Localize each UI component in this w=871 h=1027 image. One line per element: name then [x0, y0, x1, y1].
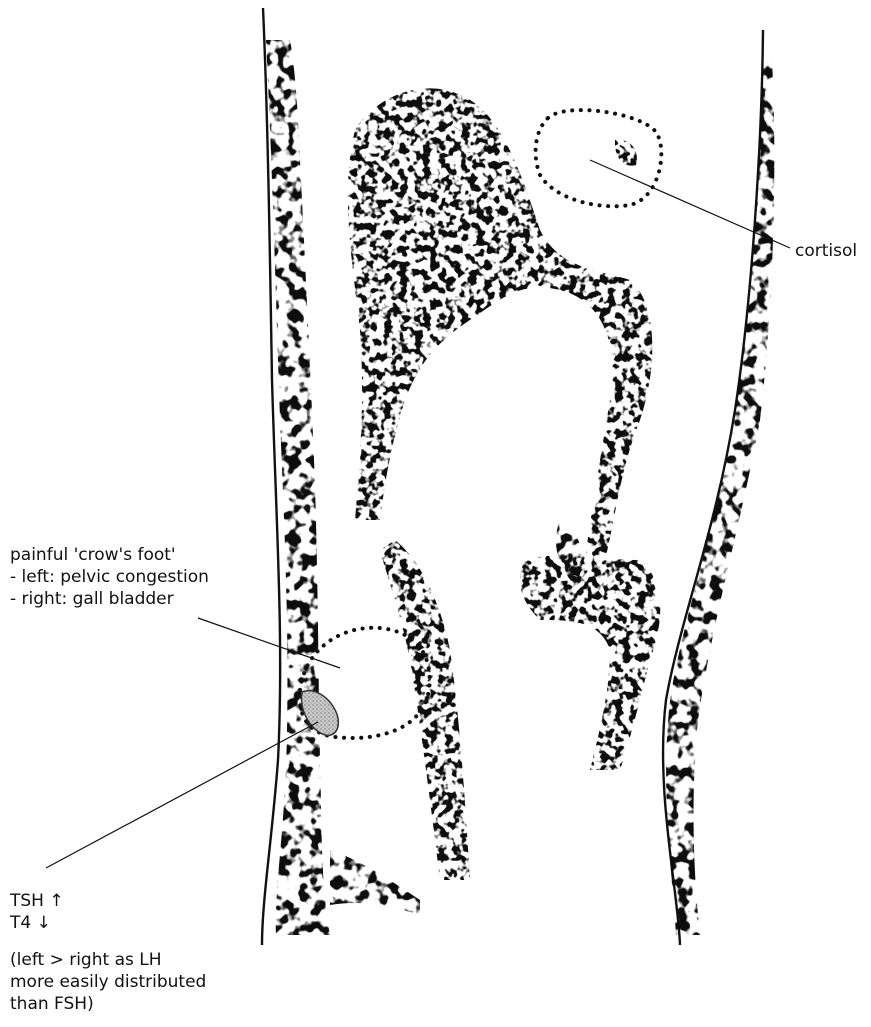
crows-foot-right: - right: gall bladder [10, 588, 209, 610]
upper-lace-mass [348, 88, 652, 560]
note-line: (left > right as LH [10, 949, 206, 971]
cortisol-label: cortisol [795, 240, 857, 262]
crows-foot-title: painful 'crow's foot' [10, 544, 209, 566]
crows-foot-label: painful 'crow's foot' - left: pelvic con… [10, 544, 209, 610]
note-line: more easily distributed [10, 971, 206, 993]
right-lace-band [666, 60, 774, 935]
lh-fsh-note: (left > right as LH more easily distribu… [10, 949, 206, 1015]
lower-left-lace [380, 540, 470, 880]
thyroid-label: TSH ↑ T4 ↓ [10, 890, 64, 934]
note-line: than FSH) [10, 993, 206, 1015]
crows-foot-leader-line [198, 618, 340, 668]
cortisol-dotted-outline [536, 110, 662, 206]
thyroid-leader-line [46, 722, 318, 868]
lower-right-lace [520, 556, 660, 770]
t4-line: T4 ↓ [10, 912, 64, 934]
tsh-line: TSH ↑ [10, 890, 64, 912]
crows-foot-left: - left: pelvic congestion [10, 566, 209, 588]
cortisol-inner-specks [615, 140, 637, 166]
